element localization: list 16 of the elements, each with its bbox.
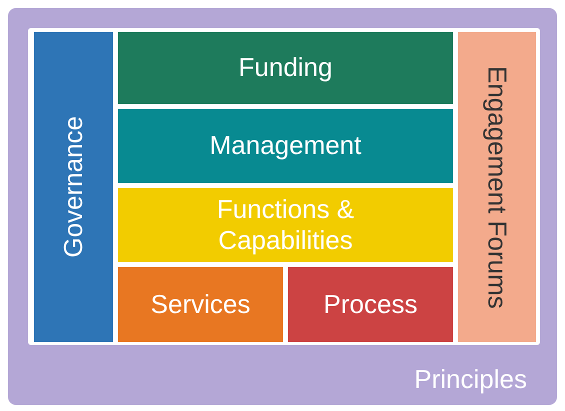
tile-label: Services: [150, 288, 250, 320]
tile-label: Management: [210, 130, 362, 162]
tile: [458, 32, 536, 342]
tile-label: Process: [324, 288, 418, 320]
tile: [118, 188, 453, 262]
tile: [34, 32, 113, 342]
tile-label: Governance: [58, 116, 89, 258]
outer-panel: [8, 8, 557, 405]
tile: [118, 32, 453, 104]
tile-label: Funding: [238, 52, 332, 84]
tile: [118, 109, 453, 183]
panel-label: Principles: [414, 364, 527, 395]
tile-label: Functions & Capabilities: [216, 194, 356, 256]
tile-label: Engagement Forums: [482, 66, 513, 308]
tile: [118, 267, 283, 342]
tile: [288, 267, 453, 342]
